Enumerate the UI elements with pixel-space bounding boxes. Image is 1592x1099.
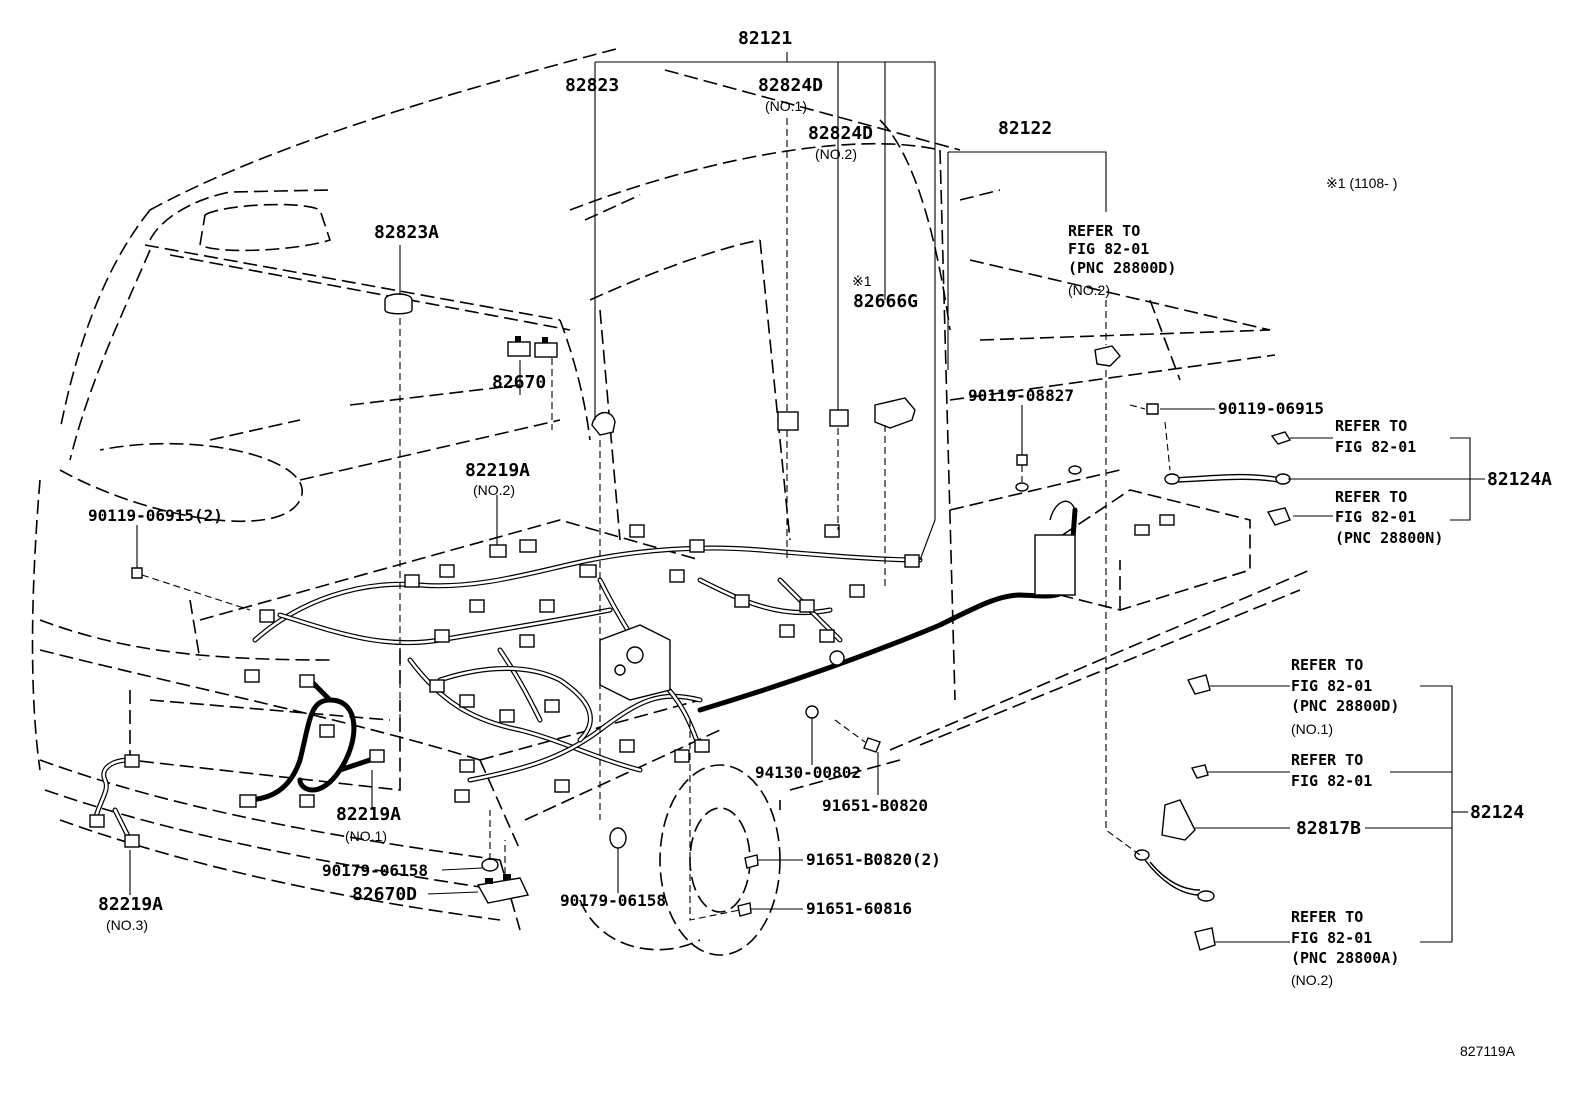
label-82670: 82670	[492, 372, 546, 393]
label-82823: 82823	[565, 75, 619, 96]
relay-block	[599, 624, 671, 701]
label-82823a: 82823A	[374, 222, 439, 243]
part-82670-icon	[507, 336, 558, 358]
svg-text:FIG 82-01: FIG 82-01	[1335, 508, 1416, 526]
label-91651-60816: 91651-60816	[806, 899, 912, 918]
bolt-90119-06915-icon	[1146, 403, 1159, 415]
bolt-90119-06915x2-icon	[131, 567, 143, 579]
refer-block-top: REFER TO FIG 82-01 (PNC 28800D) (NO.2)	[1068, 222, 1176, 298]
terminal-ref-top-icon	[1094, 345, 1121, 367]
svg-text:FIG 82-01: FIG 82-01	[1291, 677, 1372, 695]
label-91651-b0820x2: 91651-B0820(2)	[806, 850, 941, 869]
bolt-91651-b0820-icon	[863, 737, 881, 753]
label-82817b: 82817B	[1296, 818, 1361, 839]
refer-block-r1: REFER TO FIG 82-01	[1335, 417, 1416, 456]
svg-text:(PNC 28800A): (PNC 28800A)	[1291, 949, 1399, 967]
figure-id: 827119A	[1460, 1043, 1516, 1059]
svg-text:REFER TO: REFER TO	[1291, 908, 1363, 926]
part-labels: 82121 82823 82824D (NO.1) 82824D (NO.2) …	[88, 28, 1552, 1059]
label-82670d: 82670D	[352, 884, 417, 905]
ground-strap-82124	[1134, 849, 1215, 902]
label-82824d-no2: 82824D	[808, 123, 873, 144]
vehicle-body-outline	[31, 47, 1311, 956]
label-82121: 82121	[738, 28, 792, 49]
svg-text:(NO.2): (NO.2)	[1291, 972, 1333, 988]
label-82219a-no3-sub: (NO.3)	[106, 917, 148, 933]
refer-block-r2: REFER TO FIG 82-01 (PNC 28800N)	[1335, 488, 1443, 547]
part-82824d-no1-icon	[777, 411, 799, 431]
connectors	[89, 524, 920, 848]
svg-text:REFER TO: REFER TO	[1068, 222, 1140, 240]
label-90179-06158-b: 90179-06158	[560, 891, 666, 910]
label-82124a: 82124A	[1487, 469, 1552, 490]
svg-text:(NO.2): (NO.2)	[1068, 282, 1110, 298]
label-90119-06915x2: 90119-06915(2)	[88, 506, 223, 525]
label-90119-06915: 90119-06915	[1218, 399, 1324, 418]
svg-text:REFER TO: REFER TO	[1335, 488, 1407, 506]
svg-text:FIG 82-01: FIG 82-01	[1291, 929, 1372, 947]
label-82219a-no1-sub: (NO.1)	[345, 828, 387, 844]
terminal-ref-r1-icon	[1270, 431, 1292, 445]
svg-text:(PNC 28800N): (PNC 28800N)	[1335, 529, 1443, 547]
label-82219a-no3: 82219A	[98, 894, 163, 915]
label-82122: 82122	[998, 118, 1052, 139]
label-90179-06158-a: 90179-06158	[322, 861, 428, 880]
clip-90179-b-icon	[609, 827, 627, 849]
label-82666g: 82666G	[853, 291, 918, 312]
bolt-90119-08827-icon	[1016, 454, 1028, 466]
label-mark1: ※1	[852, 273, 872, 289]
terminal-ref-r4-icon	[1190, 764, 1209, 779]
svg-text:FIG 82-01: FIG 82-01	[1291, 772, 1372, 790]
label-94130-00802: 94130-00802	[755, 763, 861, 782]
svg-text:(PNC 28800D): (PNC 28800D)	[1291, 697, 1399, 715]
harness-82219a-no1	[242, 677, 373, 803]
part-82670d-icon	[476, 874, 530, 904]
part-82823-icon	[591, 411, 616, 436]
note-range: ※1 (1108- )	[1326, 175, 1397, 191]
label-82219a-no1: 82219A	[336, 804, 401, 825]
svg-text:(NO.1): (NO.1)	[1291, 721, 1333, 737]
bolt-91651-60816-icon	[737, 902, 752, 917]
refer-block-r4: REFER TO FIG 82-01	[1291, 751, 1372, 790]
harness-82219a-no3	[92, 757, 133, 843]
svg-text:FIG 82-01: FIG 82-01	[1068, 240, 1149, 258]
part-82824d-no2-icon	[829, 409, 849, 427]
label-82824d-no1: 82824D	[758, 75, 823, 96]
terminal-ref-r3-icon	[1186, 674, 1211, 695]
leader-lines	[129, 52, 1485, 943]
battery-cable-82122	[697, 500, 1078, 713]
label-82219a-no2-sub: (NO.2)	[473, 482, 515, 498]
clip-90179-a-icon	[481, 858, 499, 872]
part-82666g-icon	[874, 397, 916, 429]
terminal-ref-r5-icon	[1194, 927, 1216, 951]
bolt-91651-b0820x2-icon	[744, 854, 759, 869]
label-91651-b0820: 91651-B0820	[822, 796, 928, 815]
part-82823a-icon	[384, 293, 413, 315]
label-82219a-no2: 82219A	[465, 460, 530, 481]
bracket-82817b-icon	[1161, 799, 1196, 841]
svg-text:(PNC 28800D): (PNC 28800D)	[1068, 259, 1176, 277]
label-82824d-no2-sub: (NO.2)	[815, 146, 857, 162]
svg-text:REFER TO: REFER TO	[1291, 751, 1363, 769]
ground-strap-82124a	[1164, 473, 1291, 485]
label-90119-08827: 90119-08827	[968, 386, 1074, 405]
svg-text:REFER TO: REFER TO	[1291, 656, 1363, 674]
nut-94130-icon	[805, 705, 819, 719]
label-82124: 82124	[1470, 802, 1524, 823]
label-82824d-no1-sub: (NO.1)	[765, 98, 807, 114]
refer-block-r3: REFER TO FIG 82-01 (PNC 28800D) (NO.1)	[1291, 656, 1399, 737]
terminal-ref-r2-icon	[1266, 507, 1291, 526]
refer-block-r5: REFER TO FIG 82-01 (PNC 28800A) (NO.2)	[1291, 908, 1399, 988]
main-harness	[252, 545, 923, 783]
svg-text:REFER TO: REFER TO	[1335, 417, 1407, 435]
svg-text:FIG 82-01: FIG 82-01	[1335, 438, 1416, 456]
